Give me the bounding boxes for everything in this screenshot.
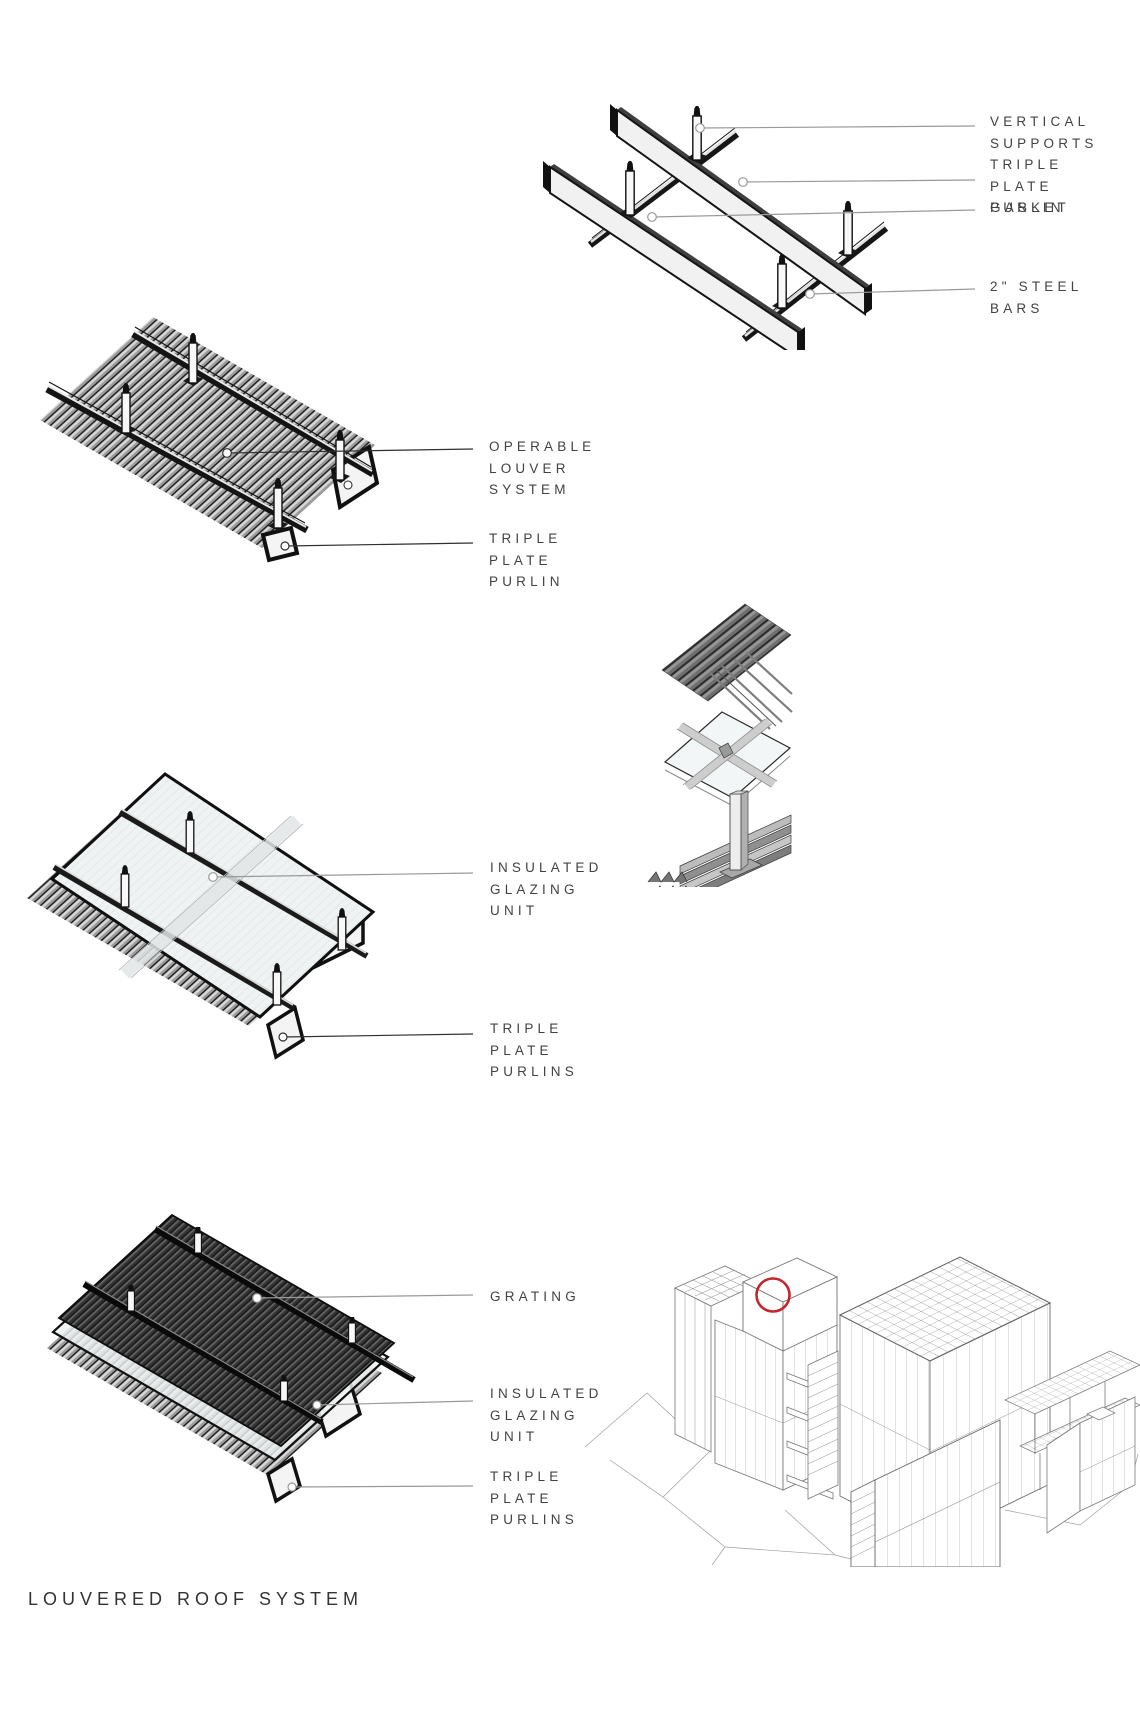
glazing-unit-diagram: [27, 772, 376, 1060]
label-line: TRIPLE: [490, 1021, 563, 1036]
label-line: OPERABLE: [489, 439, 596, 454]
label-insulated-glazing-unit-mid: INSULATED GLAZING UNIT: [490, 857, 603, 922]
key-plan-highlight-circle: [755, 1277, 791, 1313]
purlin-grid-diagram: [543, 104, 889, 350]
sheet-title: LOUVERED ROOF SYSTEM: [28, 1589, 364, 1609]
triple-plate-purlin-end: [265, 1005, 306, 1060]
triple-plate-purlin: [543, 161, 805, 350]
label-line: 2" STEEL: [990, 279, 1083, 294]
label-steel-bars: 2" STEEL BARS: [990, 276, 1082, 319]
lower-front-block: [850, 1419, 1001, 1567]
label-line: GRATING: [490, 1289, 580, 1304]
label-gasket: GASKET: [990, 197, 1070, 219]
label-vertical-supports: VERTICAL SUPPORTS: [990, 111, 1098, 154]
label-line: PURLINS: [490, 1064, 578, 1079]
label-line: PURLIN: [990, 200, 1065, 215]
louver-drive-rail: [45, 381, 309, 534]
louver-slats-field: [40, 317, 375, 548]
vertical-support-posts: [116, 332, 350, 531]
louver-panel-diagram: [40, 317, 380, 563]
label-line: SUPPORTS: [990, 135, 1098, 151]
label-insulated-glazing-unit-bottom: INSULATED GLAZING UNIT: [490, 1383, 603, 1448]
label-line: BARS: [990, 300, 1044, 316]
label-line: TRIPLE: [990, 157, 1063, 172]
label-line: PURLINS: [490, 1512, 578, 1527]
grating-panel: [57, 1213, 396, 1448]
label-operable-louver-system: OPERABLE LOUVER SYSTEM: [489, 436, 595, 501]
label-line: PLATE: [489, 552, 552, 568]
label-line: PLATE: [990, 178, 1053, 194]
label-line: UNIT: [490, 1429, 539, 1444]
label-triple-plate-purlins-bottom: TRIPLE PLATE PURLINS: [490, 1466, 578, 1531]
triple-plate-purlin: [610, 104, 872, 316]
label-triple-plate-purlin-left: TRIPLE PLATE PURLIN: [489, 528, 564, 593]
label-line: PURLIN: [489, 574, 564, 589]
purlin-base-assembly: [647, 790, 792, 887]
label-line: TRIPLE: [489, 531, 562, 546]
glazing-joint-band: [118, 815, 304, 979]
label-line: UNIT: [490, 903, 539, 918]
label-triple-plate-purlins-mid: TRIPLE PLATE PURLINS: [490, 1018, 578, 1083]
label-line: INSULATED: [490, 1386, 603, 1401]
connection-detail-diagram: [647, 603, 793, 887]
label-line: PLATE: [490, 1042, 553, 1058]
building-key-axonometric: [584, 1256, 1140, 1567]
triple-plate-purlin-end: [260, 525, 300, 563]
label-line: GASKET: [990, 200, 1070, 215]
louver-blade-bundle: [661, 603, 793, 730]
stair-core: [807, 1350, 839, 1500]
label-line: GLAZING: [490, 1407, 579, 1423]
vertical-support-posts: [620, 105, 858, 311]
label-triple-plate-purlin-top: TRIPLE PLATE PURLIN: [990, 154, 1065, 219]
label-line: SYSTEM: [489, 482, 570, 497]
label-line: LOUVER: [489, 460, 570, 476]
label-line: TRIPLE: [490, 1469, 563, 1484]
central-hall-block: [838, 1256, 1052, 1543]
label-line: PLATE: [490, 1490, 553, 1506]
penthouse-roof: [741, 1257, 839, 1352]
right-block: [1046, 1396, 1136, 1534]
label-line: INSULATED: [490, 860, 603, 875]
grating-assembly-diagram: [47, 1213, 416, 1504]
label-line: GLAZING: [490, 881, 579, 897]
label-line: VERTICAL: [990, 114, 1090, 129]
triple-plate-purlin-end: [330, 443, 380, 511]
label-grating: GRATING: [490, 1286, 580, 1308]
glazing-panel-detail: [663, 711, 792, 807]
